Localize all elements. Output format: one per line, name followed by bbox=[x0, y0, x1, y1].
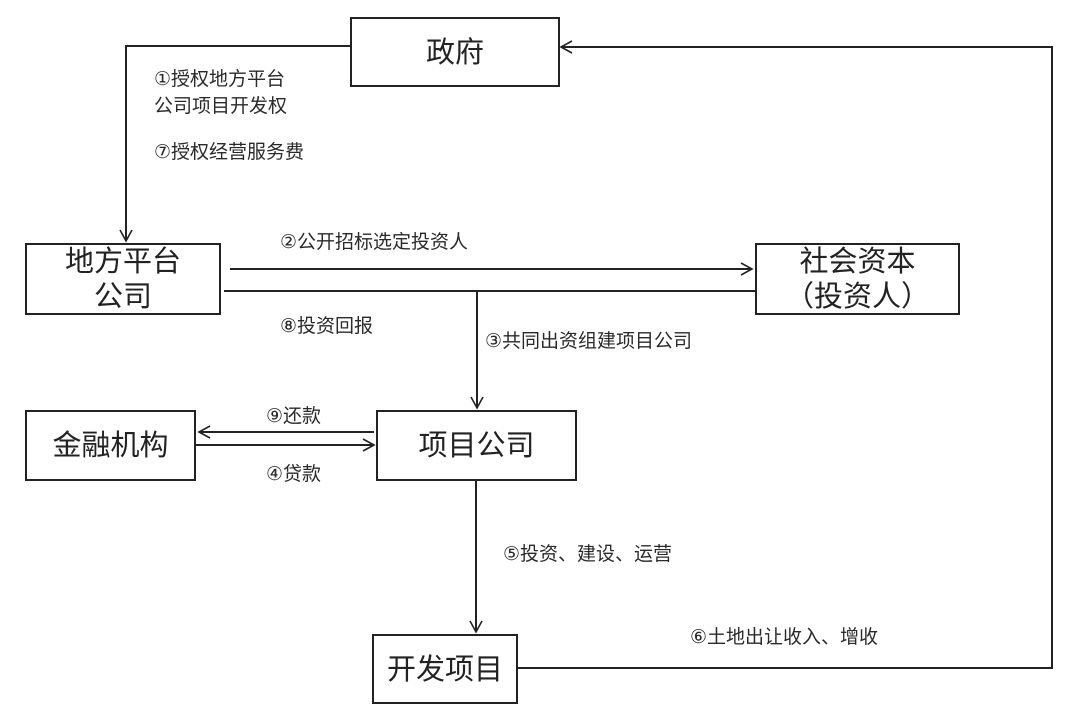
node-project-company: 项目公司 bbox=[376, 410, 577, 481]
edge-label-4: ④贷款 bbox=[266, 463, 322, 485]
node-local-platform-line1: 地方平台 bbox=[64, 244, 181, 278]
edge-label-9: ⑨还款 bbox=[266, 405, 322, 427]
node-development-project: 开发项目 bbox=[372, 634, 518, 704]
node-local-platform-line2: 公司 bbox=[93, 279, 152, 313]
node-government: 政府 bbox=[350, 17, 560, 87]
node-project-company-label: 项目公司 bbox=[418, 428, 535, 462]
node-social-capital: 社会资本 （投资人） bbox=[755, 243, 960, 315]
node-government-label: 政府 bbox=[425, 34, 484, 69]
edge-label-6: ⑥土地出让收入、增收 bbox=[690, 626, 879, 648]
edge-label-5: ⑤投资、建设、运营 bbox=[503, 543, 673, 565]
edge-label-7: ⑦授权经营服务费 bbox=[154, 141, 305, 163]
node-financial-institution-label: 金融机构 bbox=[52, 428, 169, 462]
node-social-capital-line1: 社会资本 bbox=[799, 244, 916, 278]
edge-label-1-line2: 公司项目开发权 bbox=[154, 95, 288, 117]
node-development-project-label: 开发项目 bbox=[386, 651, 503, 686]
arrow-development-to-gov bbox=[517, 40, 1053, 669]
node-social-capital-line2: （投资人） bbox=[784, 279, 930, 313]
arrow-gov-to-platform bbox=[119, 45, 350, 243]
node-financial-institution: 金融机构 bbox=[25, 410, 196, 481]
edge-label-1-line1: ①授权地方平台 bbox=[154, 68, 286, 90]
edge-label-8: ⑧投资回报 bbox=[280, 315, 374, 337]
node-local-platform: 地方平台 公司 bbox=[25, 243, 221, 315]
edge-label-3: ③共同出资组建项目公司 bbox=[485, 330, 693, 352]
edge-label-2: ②公开招标选定投资人 bbox=[280, 231, 469, 253]
